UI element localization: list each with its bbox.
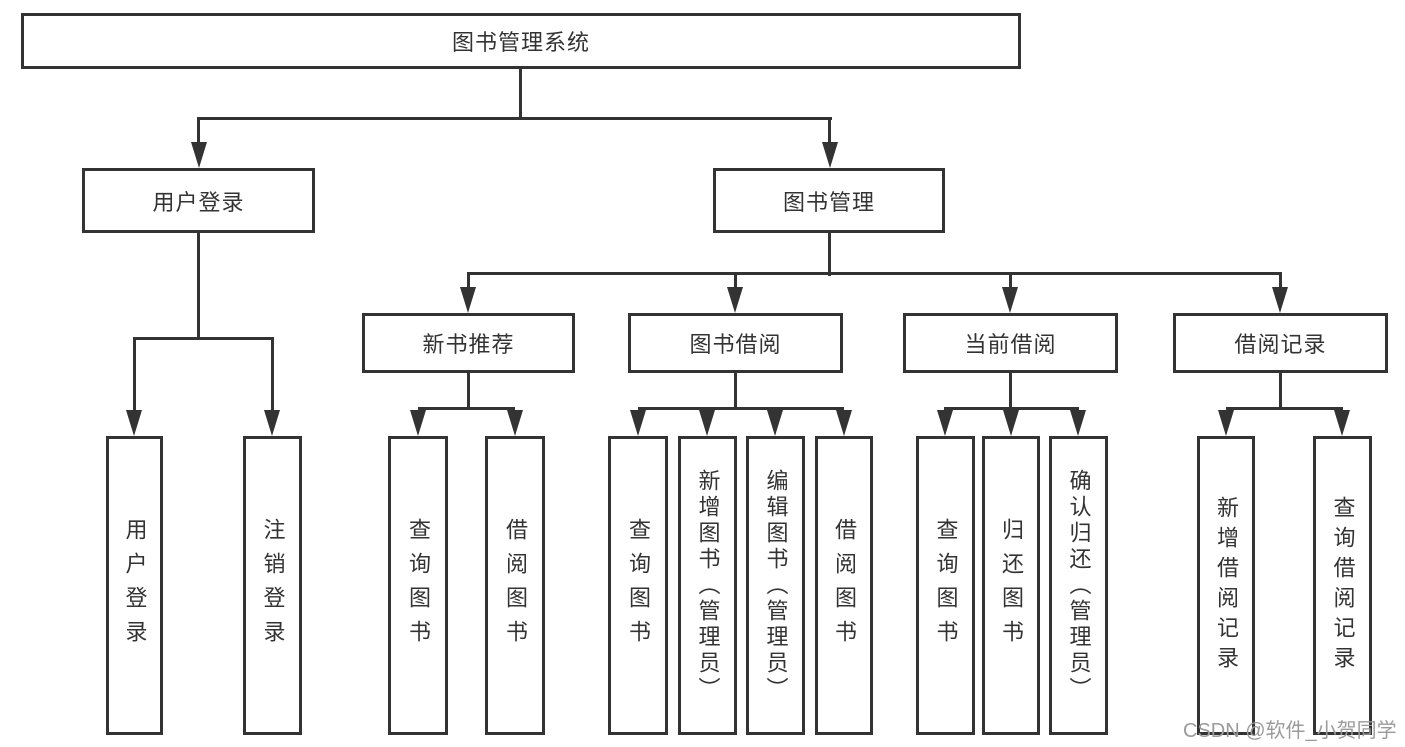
connector-drop-logout-leaf (271, 337, 274, 411)
arrowhead-rec-add (1218, 410, 1234, 436)
connector-drop-user-login (197, 117, 200, 145)
leaf-logout: 注销登录 (243, 436, 302, 735)
leaf-bb-query-books: 查询图书 (608, 436, 668, 735)
connector-drop-current-borrow (1009, 272, 1012, 289)
arrowhead-borrow-records (1272, 287, 1288, 313)
connector-new-books-rail (418, 407, 515, 410)
arrowhead-book-borrow (727, 287, 743, 313)
connector-level2-rail (198, 117, 832, 120)
leaf-rec-add-record: 新增借阅记录 (1197, 436, 1255, 735)
connector-records-rail (1226, 407, 1343, 410)
leaf-user-login: 用户登录 (106, 436, 163, 735)
leaf-bb-add-books-admin: 新增图书（管理员） (678, 436, 737, 735)
arrowhead-bb-add (699, 410, 715, 436)
connector-records-feed (1279, 372, 1282, 409)
connector-drop-new-books (467, 272, 470, 289)
arrowhead-book-mgmt (822, 142, 838, 168)
leaf-cb-return-books: 归还图书 (982, 436, 1040, 735)
leaf-cb-confirm-return-admin: 确认归还（管理员） (1049, 436, 1108, 735)
connector-new-books-feed (467, 372, 470, 409)
arrowhead-cb-return (1003, 410, 1019, 436)
arrowhead-login-leaf (126, 410, 142, 436)
connector-root-feed (519, 68, 522, 119)
connector-drop-book-mgmt (828, 117, 831, 145)
connector-book-borrow-feed (734, 372, 737, 409)
connector-current-borrow-rail (944, 407, 1079, 410)
node-borrowing-records: 借阅记录 (1173, 313, 1388, 373)
arrowhead-nb-query (410, 410, 426, 436)
arrowhead-bb-query (630, 410, 646, 436)
connector-drop-login-leaf (133, 337, 136, 411)
csdn-watermark: CSDN @软件_小贺同学 (1183, 720, 1397, 742)
arrowhead-nb-borrow (507, 410, 523, 436)
connector-current-borrow-feed (1009, 372, 1012, 409)
arrowhead-logout-leaf (264, 410, 280, 436)
node-new-book-recommend: 新书推荐 (362, 313, 575, 373)
arrowhead-rec-query (1334, 410, 1350, 436)
connector-user-login-rail (133, 337, 274, 340)
arrowhead-user-login (191, 142, 207, 168)
leaf-bb-borrow-books: 借阅图书 (815, 436, 873, 735)
leaf-nb-query-books: 查询图书 (388, 436, 448, 735)
leaf-cb-query-books: 查询图书 (916, 436, 975, 735)
arrowhead-cb-query (937, 410, 953, 436)
arrowhead-current-borrow (1002, 287, 1018, 313)
leaf-rec-query-record: 查询借阅记录 (1313, 436, 1372, 735)
connector-book-mgmt-feed (828, 232, 831, 276)
connector-level3-rail (467, 272, 1282, 275)
connector-book-borrow-rail (638, 407, 844, 410)
node-library-management-system: 图书管理系统 (21, 13, 1021, 69)
arrowhead-cb-confirm (1070, 410, 1086, 436)
connector-drop-book-borrow (734, 272, 737, 289)
arrowhead-new-books (460, 287, 476, 313)
node-current-borrowing: 当前借阅 (903, 313, 1118, 373)
node-user-login: 用户登录 (82, 168, 315, 233)
leaf-nb-borrow-books: 借阅图书 (485, 436, 545, 735)
node-book-borrowing: 图书借阅 (628, 313, 843, 373)
node-book-management: 图书管理 (713, 168, 945, 233)
arrowhead-bb-borrow (836, 410, 852, 436)
leaf-bb-edit-books-admin: 编辑图书（管理员） (746, 436, 805, 735)
connector-drop-borrow-records (1279, 272, 1282, 289)
arrowhead-bb-edit (767, 410, 783, 436)
connector-user-login-feed (197, 232, 200, 339)
